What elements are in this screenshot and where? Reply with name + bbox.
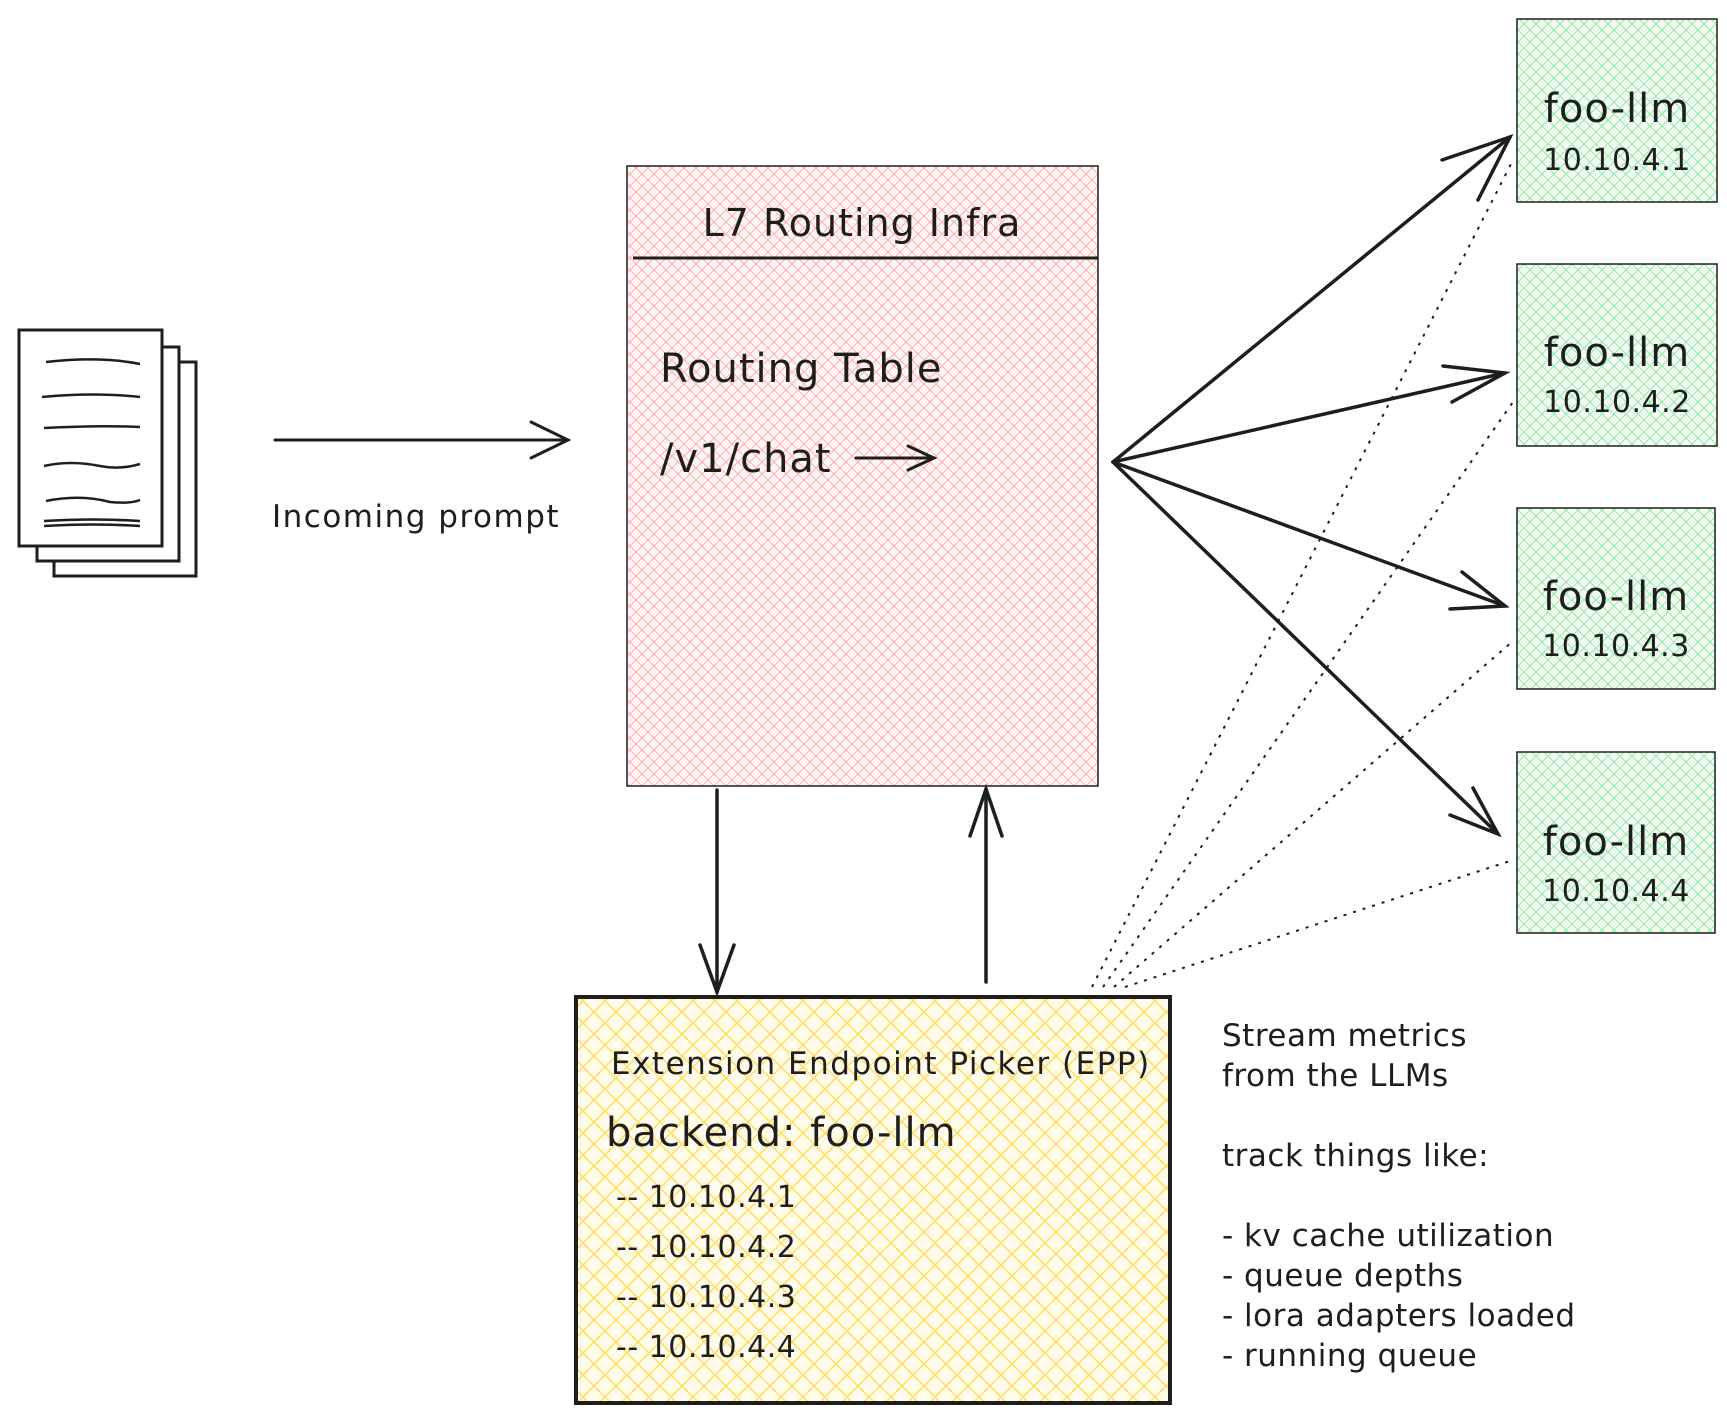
route-arrow (854, 444, 938, 472)
backend-pod-3: foo-llm 10.10.4.3 (1516, 507, 1716, 690)
epp-backend-label: backend: foo-llm (606, 1110, 957, 1156)
metrics-line-3 (1113, 640, 1514, 988)
notes-line: - lora adapters loaded (1222, 1298, 1576, 1334)
fanout-arrow-2 (1111, 371, 1507, 464)
incoming-prompt-label: Incoming prompt (272, 499, 560, 535)
notes-line: - running queue (1222, 1338, 1477, 1374)
epp-endpoint-list: -- 10.10.4.1 -- 10.10.4.2 -- 10.10.4.3 -… (616, 1180, 796, 1365)
fanout-arrow-4 (1111, 460, 1500, 836)
epp-endpoint-item: -- 10.10.4.2 (616, 1230, 796, 1265)
fanout-arrow-1 (1111, 135, 1512, 464)
backend-pod-4: foo-llm 10.10.4.4 (1516, 751, 1716, 934)
epp-endpoint-item: -- 10.10.4.3 (616, 1280, 796, 1315)
document-stack-icon (17, 328, 198, 578)
backend-ip: 10.10.4.1 (1543, 143, 1691, 178)
backend-ip: 10.10.4.4 (1542, 874, 1690, 909)
epp-title: Extension Endpoint Picker (EPP) (611, 1046, 1151, 1082)
metrics-dotted-lines (1091, 159, 1514, 988)
fanout-arrow-3 (1111, 460, 1507, 608)
backend-name: foo-llm (1543, 819, 1689, 865)
backend-ip: 10.10.4.3 (1542, 629, 1690, 664)
epp-box (574, 995, 1172, 1405)
notes-line: track things like: (1222, 1138, 1489, 1174)
routing-table-title: Routing Table (660, 346, 943, 392)
notes-line: Stream metrics (1222, 1018, 1467, 1054)
backend-pod-1: foo-llm 10.10.4.1 (1516, 18, 1718, 203)
metrics-line-2 (1102, 401, 1514, 988)
notes-line: - queue depths (1222, 1258, 1463, 1294)
fanout-arrows (1111, 133, 1514, 838)
backend-pods: foo-llm 10.10.4.1 foo-llm 10.10.4.2 foo-… (1516, 18, 1718, 934)
metrics-line-1 (1091, 159, 1514, 988)
epp-endpoint-item: -- 10.10.4.4 (616, 1330, 796, 1365)
metrics-notes: Stream metrics from the LLMs track thing… (1222, 1018, 1576, 1374)
router-epp-arrows (698, 783, 1004, 998)
incoming-prompt-arrow (273, 420, 572, 460)
backend-name: foo-llm (1544, 330, 1690, 376)
notes-line: from the LLMs (1222, 1058, 1449, 1094)
backend-name: foo-llm (1544, 86, 1690, 132)
notes-line: - kv cache utilization (1222, 1218, 1554, 1254)
metrics-line-4 (1124, 859, 1514, 988)
epp-endpoint-item: -- 10.10.4.1 (616, 1180, 796, 1215)
routing-infra-title: L7 Routing Infra (703, 201, 1022, 245)
l7-routing-infra-box (626, 165, 1099, 787)
route-path-label: /v1/chat (660, 436, 832, 482)
backend-ip: 10.10.4.2 (1543, 385, 1691, 420)
backend-pod-2: foo-llm 10.10.4.2 (1516, 263, 1718, 447)
backend-name: foo-llm (1543, 574, 1689, 620)
